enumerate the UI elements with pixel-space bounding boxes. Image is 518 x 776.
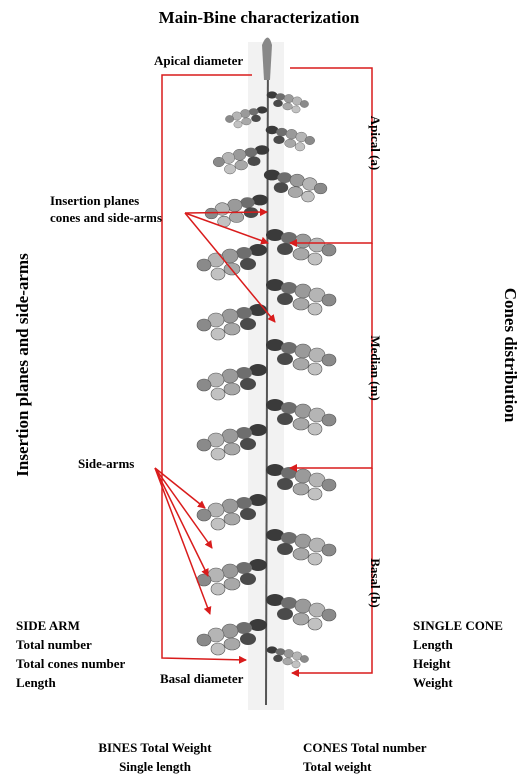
insertion-planes-label-1: Insertion planes (50, 192, 139, 209)
bines-line-1: BINES Total Weight (70, 738, 240, 757)
segment-apical-label: Apical (a) (367, 103, 383, 183)
single-cone-line: Weight (413, 673, 503, 692)
basal-segment-bracket (292, 468, 372, 673)
side-arms-label: Side-arms (78, 455, 134, 472)
apical-diameter-label: Apical diameter (154, 52, 243, 69)
bines-block: BINES Total Weight Single length (70, 738, 240, 776)
single-cone-block: SINGLE CONE Length Height Weight (413, 616, 503, 692)
side-arm-arrow-3 (155, 468, 208, 576)
single-cone-line: Length (413, 635, 503, 654)
cones-line-1: CONES Total number (303, 738, 427, 757)
single-cone-heading: SINGLE CONE (413, 616, 503, 635)
segment-basal-label: Basal (b) (367, 543, 383, 623)
cones-line-2: Total weight (303, 757, 427, 776)
side-arm-line: Length (16, 673, 125, 692)
insertion-planes-label-2: cones and side-arms (50, 209, 162, 226)
cones-block: CONES Total number Total weight (303, 738, 427, 776)
side-arm-block: SIDE ARM Total number Total cones number… (16, 616, 125, 692)
insertion-arrow-1 (185, 212, 267, 213)
side-arm-line: Total cones number (16, 654, 125, 673)
single-cone-line: Height (413, 654, 503, 673)
apical-segment-bracket (290, 68, 372, 243)
segment-median-label: Median (m) (367, 328, 383, 408)
side-arm-arrow-2 (155, 468, 212, 548)
bines-line-2: Single length (70, 757, 240, 776)
side-arm-line: Total number (16, 635, 125, 654)
basal-diameter-label: Basal diameter (160, 670, 243, 687)
side-arm-heading: SIDE ARM (16, 616, 125, 635)
